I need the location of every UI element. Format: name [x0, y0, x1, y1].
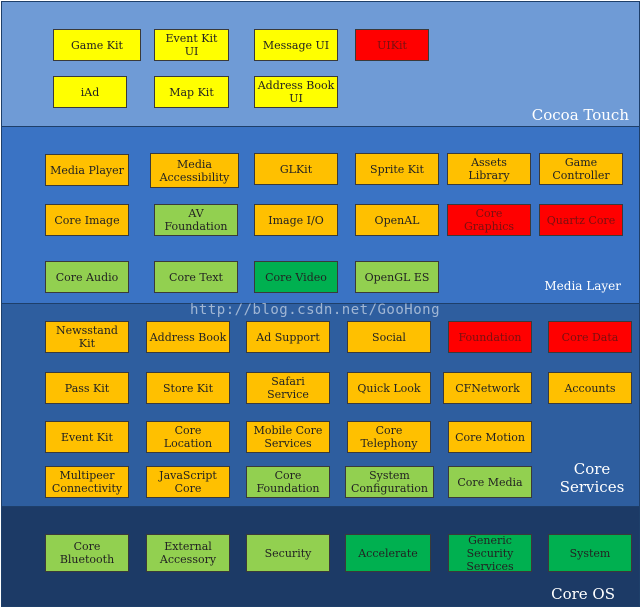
quartz-core-box: Quartz Core [539, 204, 623, 236]
iad-box: iAd [53, 76, 127, 108]
pass-kit-box: Pass Kit [45, 372, 129, 404]
quick-look-box: Quick Look [347, 372, 431, 404]
generic-security-services-box: Generic Security Services [448, 534, 532, 572]
foundation-box: Foundation [448, 321, 532, 353]
core-telephony-box: Core Telephony [347, 421, 431, 453]
glkit-box: GLKit [254, 153, 338, 185]
javascript-core-box: JavaScript Core [146, 466, 230, 498]
openal-box: OpenAL [355, 204, 439, 236]
cocoa-touch-layer: Cocoa Touch [1, 1, 640, 127]
game-kit-box: Game Kit [53, 29, 141, 61]
image-io-box: Image I/O [254, 204, 338, 236]
address-book-box: Address Book [146, 321, 230, 353]
newsstand-kit-box: Newsstand Kit [45, 321, 129, 353]
core-bluetooth-box: Core Bluetooth [45, 534, 129, 572]
core-image-box: Core Image [45, 204, 129, 236]
core-motion-box: Core Motion [448, 421, 532, 453]
system-box: System [548, 534, 632, 572]
accounts-box: Accounts [548, 372, 632, 404]
safari-service-box: Safari Service [246, 372, 330, 404]
event-kit-ui-box: Event Kit UI [154, 29, 229, 61]
external-accessory-box: External Accessory [146, 534, 230, 572]
event-kit-box: Event Kit [45, 421, 129, 453]
mobile-core-services-box: Mobile Core Services [246, 421, 330, 453]
uikit-box: UIKit [355, 29, 429, 61]
core-media-box: Core Media [448, 466, 532, 498]
core-foundation-box: Core Foundation [246, 466, 330, 498]
core-text-box: Core Text [154, 261, 238, 293]
address-book-ui-box: Address Book UI [254, 76, 338, 108]
core-services-label: Core Services [559, 460, 625, 496]
multipeer-connectivity-box: Multipeer Connectivity [45, 466, 129, 498]
watermark: http://blog.csdn.net/GooHong [190, 302, 441, 318]
map-kit-box: Map Kit [154, 76, 229, 108]
opengl-es-box: OpenGL ES [355, 261, 439, 293]
core-video-box: Core Video [254, 261, 338, 293]
cfnetwork-box: CFNetwork [443, 372, 532, 404]
core-graphics-box: Core Graphics [447, 204, 531, 236]
accelerate-box: Accelerate [345, 534, 431, 572]
assets-library-box: Assets Library [447, 153, 531, 185]
core-data-box: Core Data [548, 321, 632, 353]
message-ui-box: Message UI [254, 29, 338, 61]
av-foundation-box: AV Foundation [154, 204, 238, 236]
core-location-box: Core Location [146, 421, 230, 453]
media-accessibility-box: Media Accessibility [150, 153, 239, 188]
core-os-label: Core OS [551, 585, 615, 603]
ad-support-box: Ad Support [246, 321, 330, 353]
security-box: Security [246, 534, 330, 572]
media-player-box: Media Player [45, 154, 129, 186]
media-layer-label: Media Layer [544, 279, 621, 293]
system-configuration-box: System Configuration [345, 466, 434, 498]
store-kit-box: Store Kit [146, 372, 230, 404]
social-box: Social [347, 321, 431, 353]
cocoa-touch-label: Cocoa Touch [531, 106, 629, 124]
core-audio-box: Core Audio [45, 261, 129, 293]
sprite-kit-box: Sprite Kit [355, 153, 439, 185]
game-controller-box: Game Controller [539, 153, 623, 185]
